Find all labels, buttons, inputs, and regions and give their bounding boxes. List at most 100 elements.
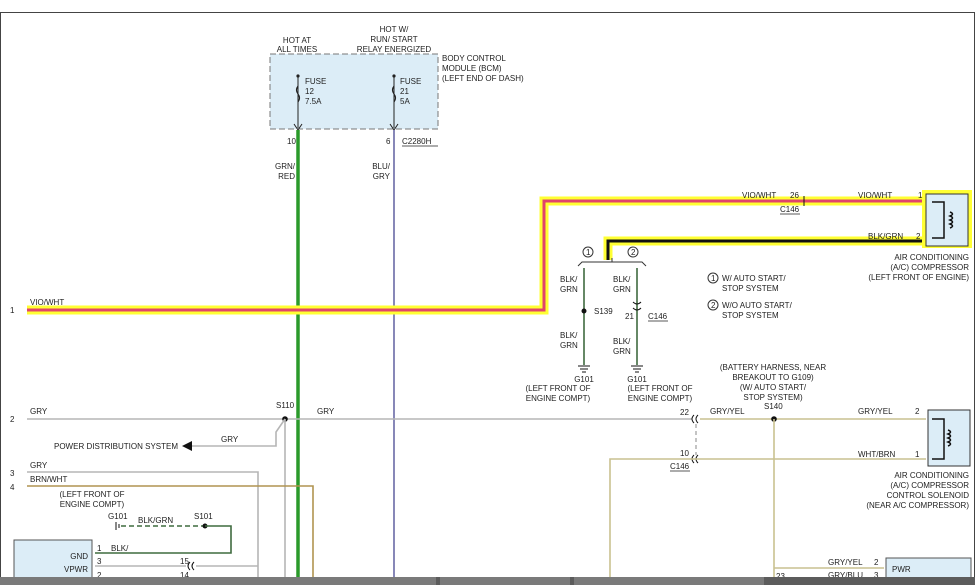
c14-pin: 14	[180, 571, 189, 580]
c146-pin-21: 21	[625, 312, 634, 321]
note1-circle	[707, 272, 719, 284]
gry-row2-mid-label: GRY	[317, 407, 335, 416]
fuse21-amp: 5A	[400, 97, 410, 106]
pds-wire	[190, 418, 286, 447]
g101-b-loc-1: (LEFT FRONT OF	[627, 384, 692, 393]
sol-label-2: (A/C) COMPRESSOR	[890, 481, 969, 490]
option-bracket	[577, 258, 647, 267]
hot-at-label: HOT AT	[283, 36, 311, 45]
blk-grn-c-1: BLK/	[560, 331, 578, 340]
gry-row3-wire	[27, 471, 259, 585]
grn-red-label-1: GRN/	[275, 162, 296, 171]
ground-b-icon	[631, 365, 643, 373]
c146-pin-22: 22	[680, 408, 689, 417]
c146-pin-26: 26	[790, 191, 799, 200]
s139-label: S139	[594, 307, 613, 316]
batt-note-4: STOP SYSTEM)	[743, 393, 803, 402]
pds-label: POWER DISTRIBUTION SYSTEM	[54, 442, 178, 451]
relay-energized-label: RELAY ENERGIZED	[357, 45, 432, 54]
pwr-pin-3: 3	[874, 571, 879, 580]
c15-pin: 15	[180, 557, 189, 566]
row2-pin: 2	[10, 415, 15, 424]
ground-a-icon	[578, 365, 590, 373]
c146-21-connector-icon	[632, 301, 642, 311]
fuse12-symbol	[295, 85, 301, 103]
fuse21-symbol	[391, 85, 397, 103]
blk-grn-b-1: BLK/	[613, 275, 631, 284]
blu-gry-label-2: GRY	[373, 172, 391, 181]
vio-wht-highlight	[27, 196, 922, 315]
pds-arrow-icon	[182, 441, 192, 451]
s110-label: S110	[276, 401, 295, 410]
note1-num: 1	[711, 274, 716, 283]
sol-label-3: CONTROL SOLENOID	[887, 491, 970, 500]
brn-wht-wire	[27, 485, 314, 585]
scroll-segment-1[interactable]	[0, 577, 436, 585]
bcm-name-3: (LEFT END OF DASH)	[442, 74, 524, 83]
blk-grn-a-1: BLK/	[560, 275, 578, 284]
note1-text-1: W/ AUTO START/	[722, 274, 786, 283]
s139-splice	[581, 308, 587, 314]
g101-left-ground-icon	[115, 522, 120, 530]
row4-pin: 4	[10, 483, 15, 492]
blk-grn-right-label: BLK/GRN	[868, 232, 903, 241]
fuse21-dot	[392, 74, 396, 78]
g101-b-loc-2: ENGINE COMPT)	[628, 394, 693, 403]
note2-text-2: STOP SYSTEM	[722, 311, 779, 320]
s140-label: S140	[764, 402, 783, 411]
g101-a-label: G101	[574, 375, 594, 384]
gry-row3-label: GRY	[30, 461, 48, 470]
c15-connector-icon	[187, 561, 195, 571]
bcm-pin-10: 10	[287, 137, 296, 146]
gnd-label: GND	[70, 552, 88, 561]
vio-wht-right-label: VIO/WHT	[858, 191, 892, 200]
batt-note-1: (BATTERY HARNESS, NEAR	[720, 363, 826, 372]
blk-grn-highlight	[603, 236, 922, 260]
sol-pin-2: 2	[915, 407, 920, 416]
row1-pin: 1	[10, 306, 15, 315]
scroll-segment-2[interactable]	[440, 577, 570, 585]
fuse21-label: FUSE	[400, 77, 421, 86]
bracket-1-circle	[582, 246, 594, 258]
batt-note-2: BREAKOUT TO G109)	[732, 373, 814, 382]
comp-pin-1: 1	[918, 191, 923, 200]
gry-pds-label: GRY	[221, 435, 239, 444]
scroll-segment-3[interactable]	[574, 577, 764, 585]
lm-pin-2: 2	[97, 571, 102, 580]
hot-w-label: HOT W/	[380, 25, 410, 34]
comp-label-3: (LEFT FRONT OF ENGINE)	[868, 273, 969, 282]
brn-wht-label: BRN/WHT	[30, 475, 67, 484]
vio-wht-top-label: VIO/WHT	[742, 191, 776, 200]
left-loc-1: (LEFT FRONT OF	[59, 490, 124, 499]
pwr-label: PWR	[892, 565, 911, 574]
g101-left-label: G101	[108, 512, 128, 521]
g101-a-loc-2: ENGINE COMPT)	[526, 394, 591, 403]
bracket-1-num: 1	[586, 248, 591, 257]
c146-label-c: C146	[670, 462, 690, 471]
note2-text-1: W/O AUTO START/	[722, 301, 793, 310]
diagram-frame	[0, 12, 975, 585]
bottom-scrollbar[interactable]	[0, 577, 975, 585]
compressor-coil-icon	[932, 201, 954, 239]
c146-pin-10: 10	[680, 449, 689, 458]
bracket-2-num: 2	[631, 248, 636, 257]
blk-grn-d-2: GRN	[613, 347, 631, 356]
blk-grn-dashed-label: BLK/GRN	[138, 516, 173, 525]
lm-pin-1: 1	[97, 544, 102, 553]
sol-pin-1: 1	[915, 450, 920, 459]
grn-red-label-2: RED	[278, 172, 295, 181]
left-loc-2: ENGINE COMPT)	[60, 500, 125, 509]
g101-a-loc-1: (LEFT FRONT OF	[525, 384, 590, 393]
pwr-gry-yel-label: GRY/YEL	[828, 558, 863, 567]
bcm-name-2: MODULE (BCM)	[442, 64, 502, 73]
blk-grn-a-2: GRN	[560, 285, 578, 294]
fuse12-label: FUSE	[305, 77, 326, 86]
blk-grn-loop-wire	[95, 525, 232, 554]
blu-gry-label-1: BLU/	[372, 162, 391, 171]
all-times-label: ALL TIMES	[277, 45, 317, 54]
blk-grn-c-2: GRN	[560, 341, 578, 350]
vpwr-label: VPWR	[64, 565, 88, 574]
pwr-gry-blu-label: GRY/BLU	[828, 571, 863, 580]
pwr-pin-23: 23	[776, 572, 785, 581]
